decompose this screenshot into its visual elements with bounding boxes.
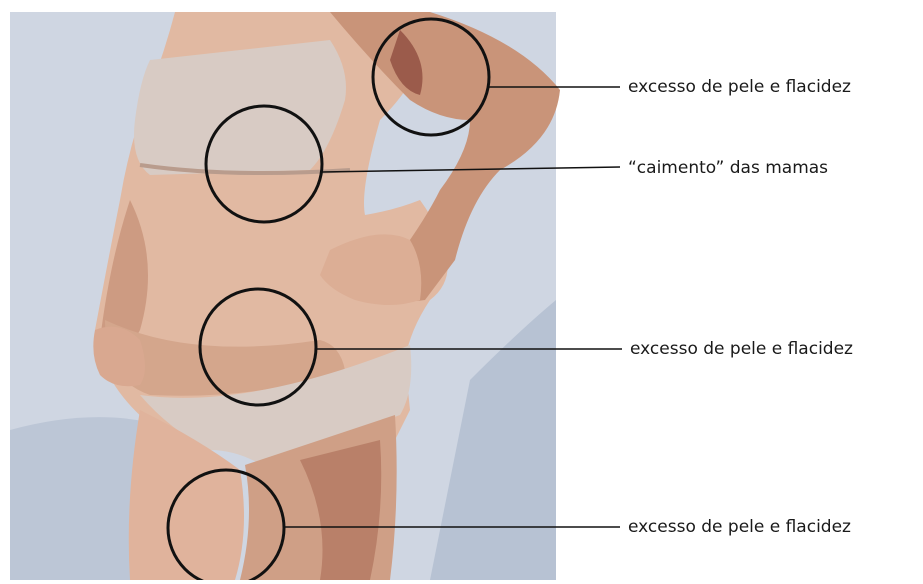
abdomen-annotation-label: excesso de pele e flacidez: [630, 339, 853, 359]
arm-annotation-label: excesso de pele e flacidez: [628, 77, 851, 97]
breast-annotation-label: “caimento” das mamas: [628, 158, 828, 178]
thigh-annotation-label: excesso de pele e flacidez: [628, 517, 851, 537]
bra-shape: [134, 40, 346, 175]
